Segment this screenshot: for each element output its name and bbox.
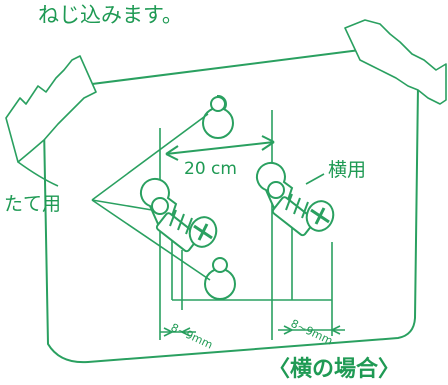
- distance-arrow: [165, 135, 275, 161]
- tape-top-right: [344, 19, 447, 105]
- vertical-use-label: たて用: [4, 193, 61, 215]
- distance-label: 20 cm: [184, 159, 237, 179]
- caption-label: 〈横の場合〉: [268, 356, 400, 382]
- leader-lines: [91, 113, 325, 281]
- screw-right-icon: [256, 161, 335, 237]
- horizontal-use-label: 横用: [328, 159, 366, 181]
- tape-top-left: [5, 55, 97, 187]
- panel-outline: [43, 49, 419, 364]
- keyhole-slot-bottom: [204, 257, 236, 300]
- header-text: ねじ込みます。: [38, 3, 183, 27]
- screw-left-icon: [140, 177, 218, 253]
- spacing-left-label: 8~9mm: [169, 321, 215, 352]
- spacing-right-label: 8~9mm: [289, 317, 335, 348]
- dimension-lines: [159, 110, 345, 340]
- keyhole-slot-top: [202, 94, 234, 139]
